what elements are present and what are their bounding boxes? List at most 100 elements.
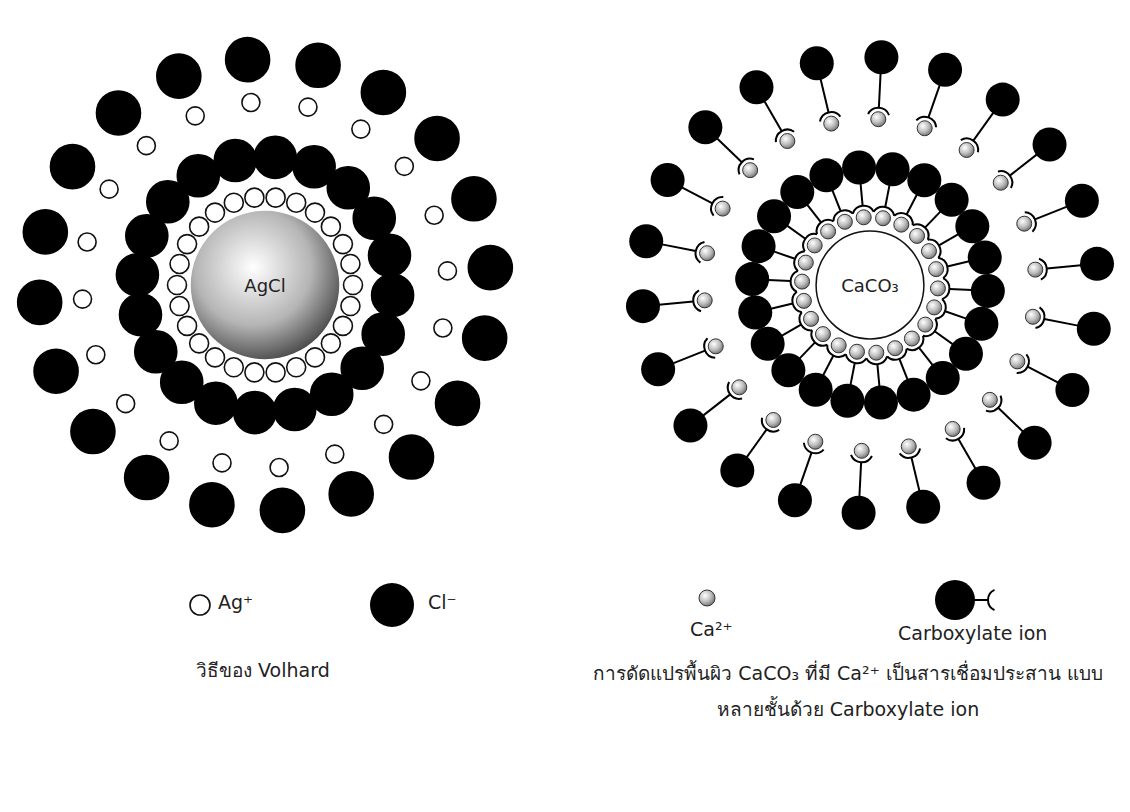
silver-ion — [287, 358, 306, 377]
silver-ion — [266, 363, 285, 382]
calcium-ion — [871, 112, 886, 127]
carboxylate-chain — [821, 79, 829, 113]
carboxylate-ball — [928, 53, 962, 87]
silver-ion — [206, 203, 225, 222]
calcium-ion — [795, 274, 810, 289]
carboxylate-chain — [764, 101, 781, 131]
carboxylate-layers — [626, 40, 1114, 529]
legend-label: Ca²⁺ — [690, 618, 733, 640]
carboxylate-ball — [751, 327, 785, 361]
chloride-ion — [157, 54, 201, 98]
carboxylate-chain — [925, 211, 941, 227]
carboxylate-chain — [1010, 154, 1037, 175]
calcium-ion — [856, 210, 871, 225]
carboxylate-chain — [885, 185, 889, 207]
silver-ion — [170, 297, 189, 316]
carboxylate-chain — [907, 194, 917, 214]
carboxylate-chain — [945, 311, 966, 318]
carboxylate-chain — [947, 261, 969, 266]
silver-ion — [87, 346, 105, 364]
calcium-ion — [708, 339, 723, 354]
silver-ion — [168, 276, 187, 295]
calcium-ion-sample — [699, 590, 715, 606]
calcium-ion — [831, 338, 846, 353]
carboxylate-ball — [830, 384, 864, 418]
silver-ion — [305, 203, 324, 222]
carboxylate-chain — [861, 183, 863, 205]
chloride-ion — [260, 488, 304, 532]
carboxylate-chain — [973, 113, 993, 141]
calcium-ion — [993, 175, 1008, 190]
calcium-ion — [808, 434, 823, 449]
chloride-ion — [369, 234, 411, 276]
silver-ion — [425, 206, 443, 224]
silver-ion — [160, 432, 178, 450]
chloride-ion — [274, 389, 316, 431]
chloride-ion — [390, 435, 434, 479]
calcium-ion — [854, 443, 869, 458]
silver-ion — [178, 235, 197, 254]
silver-ion — [74, 94, 457, 477]
carboxylate-ball — [800, 46, 834, 80]
carboxylate-chain — [771, 304, 793, 309]
carboxylate-chain — [717, 138, 742, 162]
silver-ion — [224, 358, 243, 377]
silver-ion — [299, 98, 317, 116]
carboxylate-ball — [986, 83, 1020, 117]
chloride-ion — [18, 38, 513, 533]
carboxylate-head-sample — [988, 590, 995, 610]
carboxylate-ball — [771, 353, 805, 387]
caption: วิธีของ Volhard — [196, 652, 330, 688]
silver-ion — [305, 348, 324, 367]
chloride-ion — [463, 316, 507, 360]
chloride-ion — [116, 254, 158, 296]
carboxylate-chain — [1044, 319, 1078, 326]
chloride-ion — [329, 472, 373, 516]
carboxylate-chain — [673, 351, 705, 364]
volhard-ions — [18, 38, 513, 533]
particle-outline — [816, 231, 924, 339]
carboxylate-ball — [842, 496, 876, 530]
carboxylate-chain — [774, 251, 795, 258]
silver-ion-sample — [190, 595, 210, 615]
calcium-ion — [807, 238, 822, 253]
carboxylate-chain — [1035, 207, 1067, 220]
silver-ion — [100, 180, 118, 198]
chloride-ion — [34, 349, 78, 393]
silver-ion — [170, 254, 189, 273]
silver-ion — [242, 94, 260, 112]
silver-ion — [266, 188, 285, 207]
legend-samples — [190, 580, 995, 627]
calcium-ion — [821, 224, 836, 239]
carboxylate-ball — [1077, 312, 1111, 346]
calcium-ion — [917, 121, 932, 136]
calcium-ion — [927, 300, 942, 315]
chloride-ion — [71, 410, 115, 454]
chloride-ion — [452, 177, 496, 221]
calcium-ion — [824, 116, 839, 131]
carboxylate-chain — [1047, 265, 1081, 268]
silver-ion — [434, 319, 452, 337]
carboxylate-chain — [935, 331, 953, 344]
silver-ion — [137, 137, 155, 155]
silver-ion — [375, 415, 393, 433]
carboxylate-chain — [662, 244, 696, 251]
silver-ion — [117, 395, 135, 413]
chloride-ion — [254, 136, 296, 178]
calcium-ion — [837, 214, 852, 229]
carboxylate-chain — [747, 429, 767, 457]
chloride-ion — [190, 483, 234, 527]
calcium-ion — [715, 201, 730, 216]
carboxylate-layer — [626, 40, 1114, 529]
carboxylate-chain — [998, 408, 1023, 432]
silver-ion — [341, 254, 360, 273]
chloride-ion — [50, 145, 94, 189]
calcium-ion — [869, 345, 884, 360]
particle-label: AgCl — [244, 275, 285, 296]
calcium-ion — [945, 421, 960, 436]
silver-ion — [395, 157, 413, 175]
carboxylate-ball — [926, 361, 960, 395]
agcl-particle: AgCl — [190, 210, 340, 360]
carboxylate-ball — [968, 240, 1002, 274]
